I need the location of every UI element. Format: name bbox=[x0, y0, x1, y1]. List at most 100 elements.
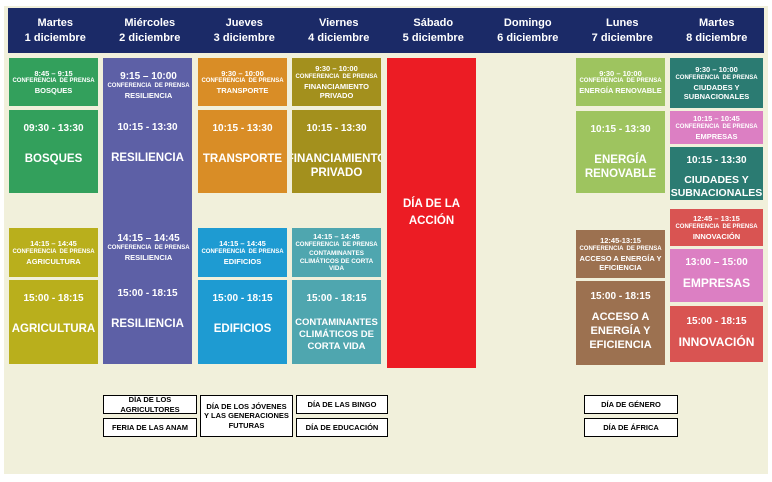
conference-label: CONFERENCIA DE PRENSA bbox=[201, 78, 284, 85]
special-day-label: DÍA DE ÁFRICA bbox=[603, 422, 659, 432]
event-time: 15:00 - 18:15 bbox=[306, 293, 367, 304]
event-time: 9:30 – 10:00 bbox=[315, 64, 358, 74]
special-day-jovenes: DÍA DE LOS JÓVENES Y LAS GENERACIONES FU… bbox=[200, 395, 293, 437]
conference-label: CONFERENCIA DE PRENSA bbox=[12, 248, 95, 255]
conference-label: CONFERENCIA DE PRENSA bbox=[12, 78, 95, 85]
event-time: 10:15 - 13:30 bbox=[590, 124, 651, 135]
event-topic: CIUDADES Y SUBNACIONALES bbox=[683, 82, 750, 101]
event-transporte: 10:15 - 13:30 TRANSPORTE bbox=[198, 110, 287, 193]
event-conferencia-edificios: 14:15 – 14:45 CONFERENCIA DE PRENSA EDIF… bbox=[198, 228, 287, 277]
event-ciudades: 10:15 - 13:30 CIUDADES Y SUBNACIONALES bbox=[670, 147, 763, 200]
conference-label: CONFERENCIA DE PRENSA bbox=[579, 245, 662, 252]
event-topic: AGRICULTURA bbox=[26, 256, 81, 266]
weekday: Jueves bbox=[225, 16, 263, 29]
event-empresas: 13:00 – 15:00 EMPRESAS bbox=[670, 249, 763, 302]
event-time: 14:15 – 14:45 bbox=[117, 233, 180, 244]
event-contaminantes: 15:00 - 18:15 CONTAMINANTES CLIMÁTICOS D… bbox=[292, 280, 381, 364]
event-topic: ENERGÍA RENOVABLE bbox=[579, 86, 662, 96]
event-time: 10:15 - 13:30 bbox=[212, 123, 273, 134]
conference-label: CONFERENCIA DE PRENSA bbox=[295, 242, 378, 249]
event-time: 10:15 - 13:30 bbox=[306, 123, 367, 134]
date: 8 diciembre bbox=[686, 31, 748, 44]
date: 7 diciembre bbox=[591, 31, 653, 44]
event-topic: RESILIENCIA bbox=[111, 318, 184, 330]
conference-label: CONFERENCIA DE PRENSA bbox=[295, 73, 378, 80]
date: 1 diciembre bbox=[24, 31, 86, 44]
event-time: 15:00 - 18:15 bbox=[23, 293, 84, 304]
event-topic: DÍA DE LA ACCIÓN bbox=[402, 198, 461, 227]
event-time: 13:00 – 15:00 bbox=[685, 257, 748, 268]
conference-label: CONFERENCIA DE PRENSA bbox=[675, 74, 758, 81]
special-day-label: DÍA DE GÉNERO bbox=[601, 399, 661, 409]
event-conferencia-energia-renovable: 9:30 – 10:00 CONFERENCIA DE PRENSA ENERG… bbox=[576, 58, 665, 106]
special-day-africa: DÍA DE ÁFRICA bbox=[584, 418, 678, 437]
header-day-viernes-4: Viernes 4 diciembre bbox=[292, 16, 387, 46]
event-bosques: 09:30 - 13:30 BOSQUES bbox=[9, 110, 98, 193]
special-day-genero: DÍA DE GÉNERO bbox=[584, 395, 678, 414]
event-innovacion: 15:00 - 18:15 INNOVACIÓN bbox=[670, 306, 763, 362]
event-topic: FINANCIAMIENTO PRIVADO bbox=[292, 153, 381, 180]
event-topic: ENERGÍA RENOVABLE bbox=[584, 154, 657, 181]
event-topic: FINANCIAMIENTO PRIVADO bbox=[304, 81, 369, 100]
header-day-martes-1: Martes 1 diciembre bbox=[8, 16, 103, 46]
date: 6 diciembre bbox=[497, 31, 559, 44]
header-day-sabado-5: Sábado 5 diciembre bbox=[386, 16, 481, 46]
weekday: Martes bbox=[37, 16, 73, 29]
event-conferencia-empresas: 10:15 – 10:45 CONFERENCIA DE PRENSA EMPR… bbox=[670, 111, 763, 144]
event-dia-de-la-accion: DÍA DE LA ACCIÓN bbox=[387, 58, 476, 368]
event-time: 14:15 – 14:45 bbox=[313, 232, 360, 242]
event-topic: AGRICULTURA bbox=[11, 323, 96, 335]
event-time: 9:30 – 10:00 bbox=[695, 65, 738, 75]
header-day-domingo-6: Domingo 6 diciembre bbox=[481, 16, 576, 46]
event-time: 14:15 – 14:45 bbox=[219, 239, 266, 249]
event-energia-renovable: 10:15 - 13:30 ENERGÍA RENOVABLE bbox=[576, 111, 665, 193]
event-conferencia-ciudades: 9:30 – 10:00 CONFERENCIA DE PRENSA CIUDA… bbox=[670, 58, 763, 108]
event-topic: ACCESO A ENERGÍA Y EFICIENCIA bbox=[579, 253, 662, 272]
event-time: 15:00 - 18:15 bbox=[686, 316, 747, 327]
event-topic: CONTAMINANTES CLIMÁTICOS DE CORTA VIDA bbox=[299, 249, 374, 273]
weekday: Domingo bbox=[503, 16, 552, 29]
event-topic: EDIFICIOS bbox=[213, 323, 272, 335]
event-conferencia-contaminantes: 14:15 – 14:45 CONFERENCIA DE PRENSA CONT… bbox=[292, 228, 381, 277]
event-time: 12:45-13:15 bbox=[600, 236, 641, 246]
event-agricultura: 15:00 - 18:15 AGRICULTURA bbox=[9, 280, 98, 364]
event-time: 15:00 - 18:15 bbox=[590, 291, 651, 302]
event-conferencia-resiliencia-am: 9:15 – 10:00 CONFERENCIA DE PRENSA RESIL… bbox=[103, 68, 192, 102]
event-topic: CIUDADES Y SUBNACIONALES bbox=[670, 174, 763, 200]
event-topic: TRANSPORTE bbox=[202, 153, 283, 165]
event-financiamiento-privado: 10:15 - 13:30 FINANCIAMIENTO PRIVADO bbox=[292, 110, 381, 193]
event-topic: BOSQUES bbox=[24, 153, 83, 165]
date: 3 diciembre bbox=[213, 31, 275, 44]
weekday: Miércoles bbox=[124, 16, 176, 29]
event-topic: RESILIENCIA bbox=[124, 90, 173, 100]
header-row: Martes 1 diciembre Miércoles 2 diciembre… bbox=[8, 8, 764, 53]
event-topic: RESILIENCIA bbox=[124, 252, 173, 262]
date: 2 diciembre bbox=[119, 31, 181, 44]
event-topic: ACCESO A ENERGÍA Y EFICIENCIA bbox=[589, 311, 652, 351]
special-day-feria-anam: FERIA DE LAS ANAM bbox=[103, 418, 197, 437]
event-time: 10:15 - 13:30 bbox=[117, 122, 178, 133]
conference-label: CONFERENCIA DE PRENSA bbox=[107, 83, 190, 89]
conference-label: CONFERENCIA DE PRENSA bbox=[579, 78, 662, 85]
conference-label: CONFERENCIA DE PRENSA bbox=[201, 248, 284, 255]
event-acceso-energia: 15:00 - 18:15 ACCESO A ENERGÍA Y EFICIEN… bbox=[576, 281, 665, 365]
event-conferencia-innovacion: 12:45 – 13:15 CONFERENCIA DE PRENSA INNO… bbox=[670, 209, 763, 246]
special-day-label: DÍA DE LOS JÓVENES Y LAS GENERACIONES FU… bbox=[204, 401, 289, 430]
header-day-lunes-7: Lunes 7 diciembre bbox=[575, 16, 670, 46]
event-time: 9:30 – 10:00 bbox=[599, 68, 642, 78]
event-topic: BOSQUES bbox=[34, 86, 73, 96]
event-topic: INNOVACIÓN bbox=[692, 231, 741, 241]
event-conferencia-transporte: 9:30 – 10:00 CONFERENCIA DE PRENSA TRANS… bbox=[198, 58, 287, 106]
header-day-martes-8: Martes 8 diciembre bbox=[670, 16, 765, 46]
event-time: 9:15 – 10:00 bbox=[120, 71, 177, 82]
event-topic: TRANSPORTE bbox=[216, 86, 269, 96]
date: 4 diciembre bbox=[308, 31, 370, 44]
conference-label: CONFERENCIA DE PRENSA bbox=[675, 123, 758, 130]
event-resiliencia-pm: 15:00 - 18:15 RESILIENCIA bbox=[103, 288, 192, 330]
event-conferencia-resiliencia-pm: 14:15 – 14:45 CONFERENCIA DE PRENSA RESI… bbox=[103, 230, 192, 264]
event-topic: RESILIENCIA bbox=[111, 152, 184, 164]
event-topic: EDIFICIOS bbox=[223, 256, 262, 266]
conference-label: CONFERENCIA DE PRENSA bbox=[675, 223, 758, 230]
event-conferencia-financiamiento-privado: 9:30 – 10:00 CONFERENCIA DE PRENSA FINAN… bbox=[292, 58, 381, 106]
